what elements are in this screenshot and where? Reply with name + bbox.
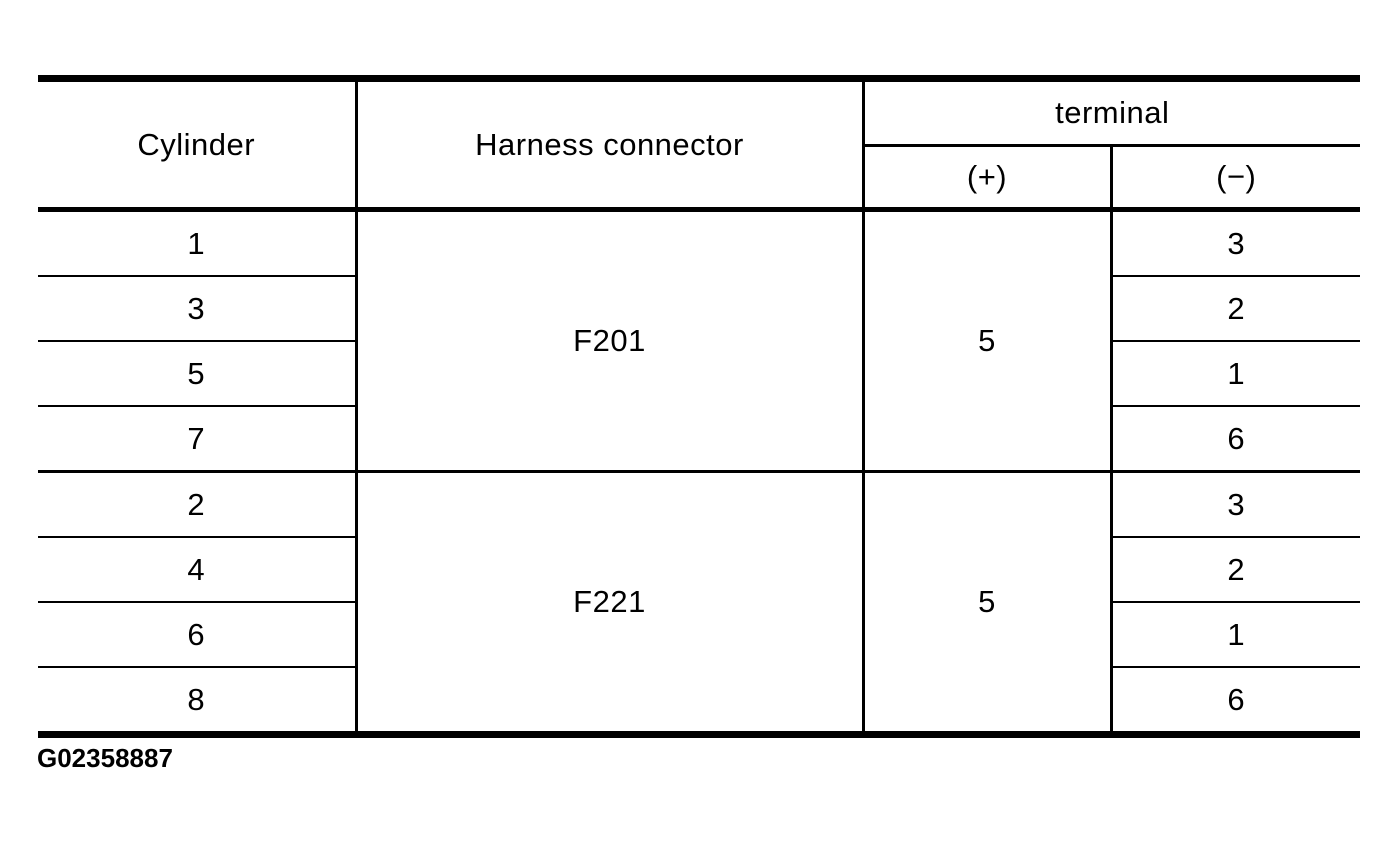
table-row: 5 1 (38, 340, 1361, 406)
table-row: 2 F221 5 3 (38, 470, 1361, 735)
cylinder-cell: 3 (38, 275, 356, 341)
terminal-minus-cell: 1 (1109, 601, 1361, 667)
cylinder-cell: 7 (38, 405, 356, 472)
table-row: 3 2 (38, 275, 1361, 341)
cylinder-cell: 6 (38, 601, 356, 667)
table-row: 6 1 (38, 601, 1361, 667)
cylinder-column-header: Cylinder (38, 78, 356, 212)
terminal-minus-cell: 3 (1109, 208, 1361, 276)
terminal-plus-cell: 5 (861, 208, 1111, 472)
cylinder-cell: 2 (38, 470, 356, 537)
terminal-minus-cell: 6 (1109, 666, 1361, 735)
terminal-minus-cell: 6 (1109, 405, 1361, 472)
terminal-minus-cell: 2 (1109, 275, 1361, 341)
harness-connector-cell: F201 (354, 208, 863, 472)
harness-connector-column-header: Harness connector (354, 78, 863, 212)
terminal-minus-cell: 3 (1109, 470, 1361, 537)
table-row: 7 6 (38, 405, 1361, 472)
figure-id: G02358887 (37, 743, 173, 773)
cylinder-cell: 1 (38, 208, 356, 276)
terminal-plus-cell: 5 (861, 470, 1111, 735)
terminal-minus-cell: 2 (1109, 536, 1361, 602)
table-row: 4 2 (38, 536, 1361, 602)
terminal-minus-header: (−) (1109, 145, 1361, 212)
cylinder-cell: 8 (38, 666, 356, 735)
table-row: 8 6 (38, 666, 1361, 735)
cylinder-cell: 5 (38, 340, 356, 406)
terminal-minus-cell: 1 (1109, 340, 1361, 406)
terminal-column-header: terminal (861, 78, 1361, 147)
header-row-2: (+) (−) (38, 145, 1361, 212)
table-row: 1 F201 5 3 (38, 208, 1361, 472)
cylinder-cell: 4 (38, 536, 356, 602)
harness-connector-cell: F221 (354, 470, 863, 735)
ignition-coil-terminal-table: Cylinder Harness connector terminal (+) … (38, 75, 1361, 738)
terminal-plus-header: (+) (861, 145, 1111, 212)
header-row-1: Cylinder Harness connector terminal (38, 78, 1361, 212)
